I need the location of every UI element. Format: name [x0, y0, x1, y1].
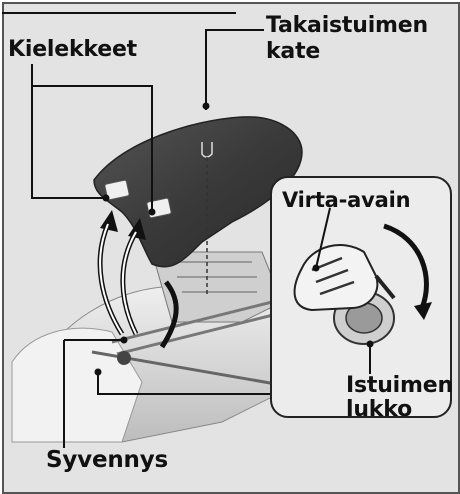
seat-cover-label-line1: Takaistuimen — [266, 14, 428, 38]
seat-cover-label-line2: kate — [266, 40, 320, 64]
seat-lock-label-line1: Istuimen — [346, 374, 453, 398]
tabs-label: Kielekkeet — [8, 38, 137, 62]
ignition-key-label: Virta-avain — [282, 188, 410, 212]
recess-hole — [117, 351, 131, 365]
recess-label: Syvennys — [46, 448, 168, 472]
seat-lock-label-line2: lukko — [346, 398, 412, 422]
